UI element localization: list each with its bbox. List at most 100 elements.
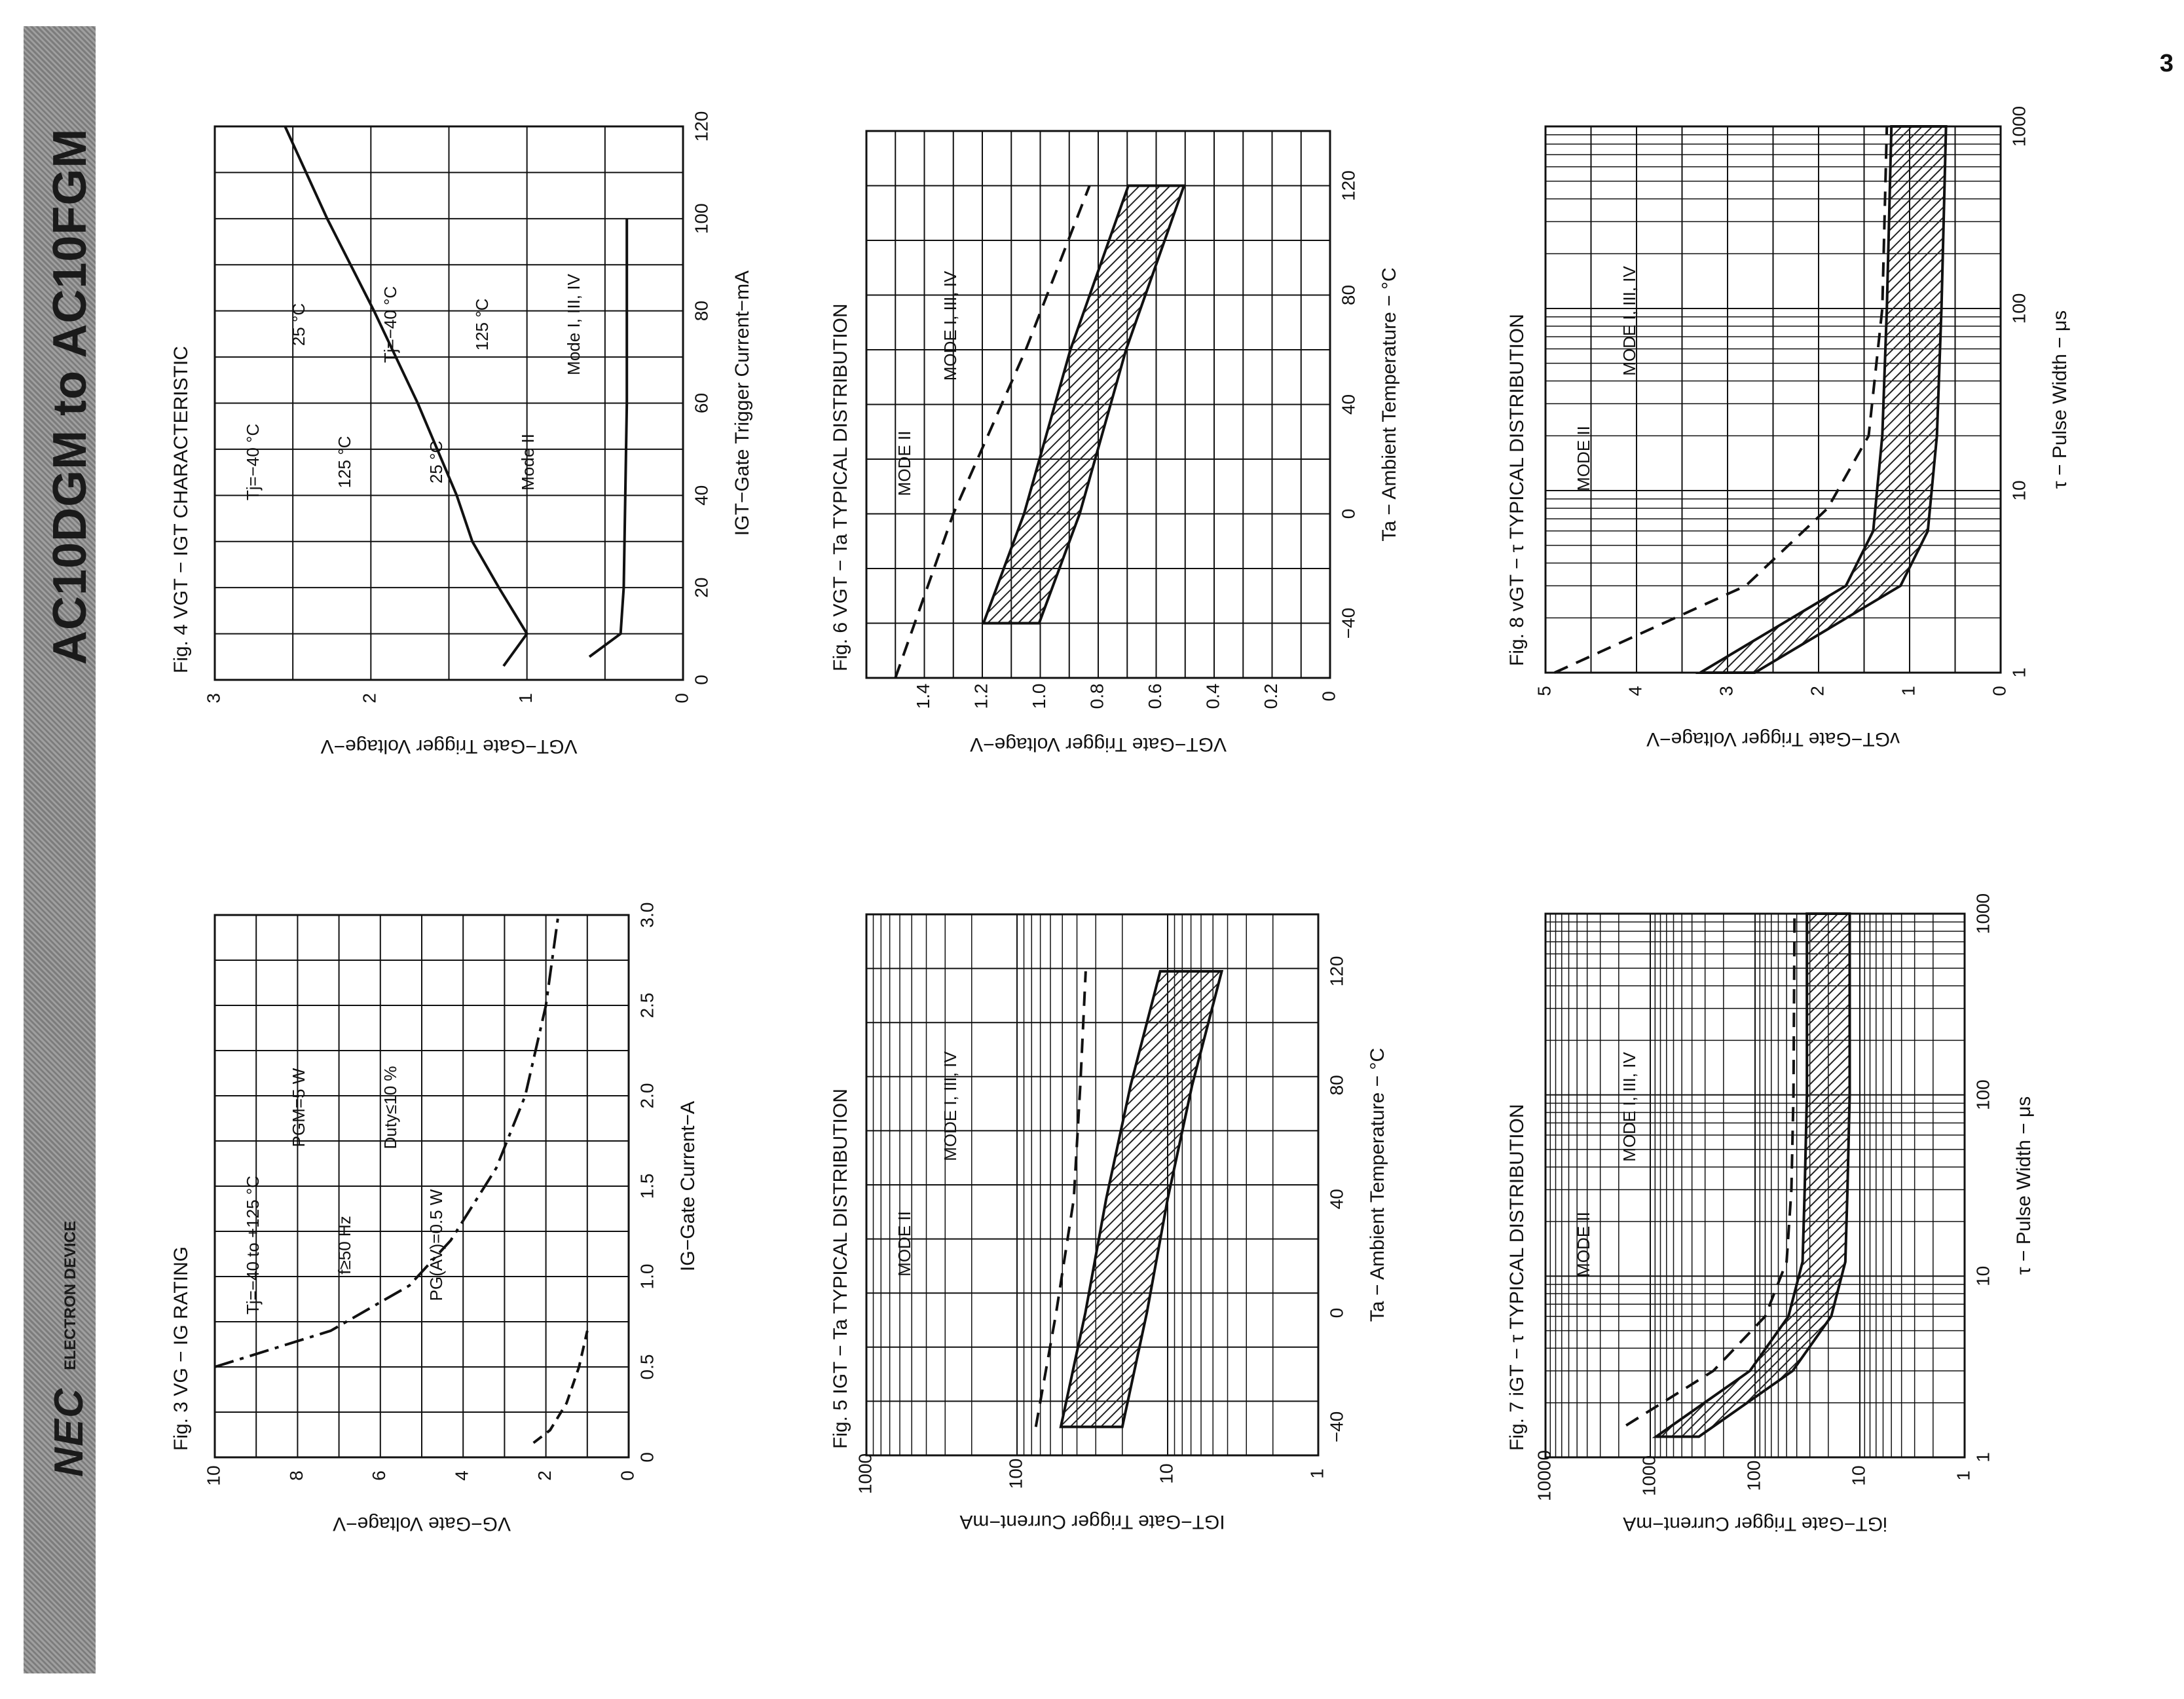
fig3-annotation: PGM=5 W [289, 1068, 308, 1147]
fig8-x-tick: 10 [2008, 480, 2029, 500]
fig3-y-label: VG−Gate Voltage−V [333, 1513, 511, 1535]
fig6-y-tick: 1.0 [1029, 684, 1049, 709]
fig3-y-tick: 10 [203, 1465, 223, 1485]
fig4-x-tick: 80 [691, 301, 711, 321]
fig4-annotation: Tj=−40 °C [380, 286, 400, 363]
fig7-band-mode-1-3-4 [1652, 912, 1851, 1438]
fig5-line-mode-2 [1034, 971, 1087, 1427]
fig4-x-tick: 100 [691, 203, 711, 234]
fig3-x-tick: 0 [637, 1452, 657, 1463]
fig7-line-mode-2 [1625, 913, 1796, 1427]
fig8-x-label: τ − Pulse Width − μs [2049, 310, 2071, 489]
fig7-x-tick: 100 [1972, 1079, 1993, 1110]
fig6-title: Fig. 6 VGT − Ta TYPICAL DISTRIBUTION [830, 303, 851, 671]
fig7-y-tick: 1000 [1638, 1455, 1659, 1496]
fig5-x-label: Ta − Ambient Temperature − °C [1367, 1048, 1388, 1322]
fig8-y-label: vGT−Gate Trigger Voltage−V [1646, 728, 1900, 750]
fig5-frame [865, 913, 1320, 1457]
fig5-y-tick: 1000 [855, 1453, 875, 1494]
fig3-frame [213, 914, 630, 1459]
fig5-y-label: IGT−Gate Trigger Current−mA [959, 1511, 1225, 1533]
fig6-y-tick: 0 [1318, 691, 1339, 701]
fig3-x-tick: 0.5 [637, 1354, 657, 1380]
fig5-annotation: MODE II [895, 1211, 914, 1277]
fig4-x-tick: 60 [691, 393, 711, 413]
fig8-y-tick: 3 [1716, 686, 1736, 696]
fig4-series-1 [284, 126, 529, 667]
fig6-y-label: VGT−Gate Trigger Voltage−V [970, 734, 1227, 755]
fig5-x-tick: 80 [1326, 1075, 1346, 1095]
fig4-annotation: Mode II [518, 434, 538, 491]
fig5-x-tick: 0 [1326, 1308, 1346, 1318]
fig8-y-tick: 2 [1807, 686, 1827, 696]
fig6-y-tick: 0.2 [1261, 684, 1281, 709]
fig6-x-tick: 80 [1338, 285, 1358, 305]
fig8-x-tick: 100 [2008, 293, 2029, 324]
fig6-x-tick: 0 [1338, 509, 1358, 519]
fig6-y-tick: 0.4 [1202, 684, 1223, 709]
fig6-x-tick: −40 [1338, 608, 1358, 639]
fig4-annotation: Mode I, III, IV [564, 274, 583, 375]
fig8-annotation: MODE I, III, IV [1619, 266, 1639, 376]
fig6-y-tick: 0.6 [1145, 684, 1165, 709]
fig6-band-mode-1-3-4 [981, 184, 1186, 625]
fig8-frame [1544, 125, 2002, 674]
fig8-y-tick: 0 [1989, 686, 2009, 696]
fig6-y-tick: 1.2 [971, 684, 991, 709]
fig4-y-tick: 0 [671, 693, 692, 703]
fig6-x-tick: 40 [1338, 394, 1358, 415]
fig3-y-tick: 8 [286, 1470, 306, 1481]
fig3-x-tick: 3.0 [637, 903, 657, 928]
fig7-frame [1544, 912, 1966, 1459]
fig3-x-tick: 2.0 [637, 1083, 657, 1109]
fig8-annotation: MODE II [1574, 426, 1593, 491]
fig6-grid [866, 131, 1330, 678]
fig7-x-tick: 1 [1972, 1452, 1993, 1463]
fig5-title: Fig. 5 IGT − Ta TYPICAL DISTRIBUTION [830, 1089, 851, 1449]
fig6-line-mode-2 [894, 185, 1091, 679]
fig3-annotation: PG(AV)=0.5 W [426, 1189, 446, 1301]
fig3-y-tick: 4 [452, 1470, 472, 1481]
fig3-title: Fig. 3 VG − IG RATING [170, 1246, 192, 1451]
fig7-y-tick: 10 [1848, 1465, 1868, 1485]
fig5-y-tick: 10 [1156, 1463, 1176, 1484]
fig3-grid [215, 915, 629, 1457]
fig7-y-tick: 1 [1953, 1470, 1973, 1481]
fig3-series-2 [532, 1330, 589, 1444]
fig4-y-tick: 1 [515, 693, 536, 703]
page-number: 3 [2159, 50, 2174, 77]
fig8-y-tick: 4 [1625, 686, 1645, 696]
fig8-band-mode-1-3-4 [1695, 125, 1948, 674]
fig8-line-mode-2 [1554, 126, 1889, 674]
fig3-x-tick: 1.5 [637, 1174, 657, 1199]
fig4-y-label: VGT−Gate Trigger Voltage−V [321, 736, 578, 757]
fig3-x-tick: 1.0 [637, 1264, 657, 1290]
fig6-y-tick: 0.8 [1086, 684, 1107, 709]
fig4-grid [215, 126, 683, 680]
fig3-x-label: IG−Gate Current−A [677, 1101, 699, 1271]
fig6-annotation: MODE I, III, IV [940, 271, 960, 381]
fig4-annotation: 25 °C [289, 303, 308, 346]
fig4-annotation: Tj=−40 °C [243, 424, 263, 500]
fig7-y-tick: 100 [1743, 1461, 1764, 1491]
fig4-x-tick: 0 [691, 675, 711, 685]
fig6-frame [865, 130, 1331, 679]
fig7-y-label: iGT−Gate Trigger Current−mA [1623, 1513, 1887, 1535]
fig7-x-label: τ − Pulse Width − μs [2013, 1096, 2035, 1275]
fig8-title: Fig. 8 vGT − τ TYPICAL DISTRIBUTION [1506, 314, 1528, 666]
fig7-title: Fig. 7 iGT − τ TYPICAL DISTRIBUTION [1506, 1104, 1528, 1451]
fig3-x-tick: 2.5 [637, 993, 657, 1018]
fig4-series-2 [588, 218, 629, 658]
fig5-y-tick: 1 [1306, 1468, 1327, 1479]
fig5-band-mode-1-3-4 [1059, 969, 1224, 1428]
fig4-annotation: 25 °C [426, 441, 446, 483]
fig4-annotation: 125 °C [335, 436, 354, 489]
fig5-x-tick: 120 [1326, 956, 1346, 987]
fig4-title: Fig. 4 VGT − IGT CHARACTERISTIC [170, 346, 192, 673]
fig3-y-tick: 6 [369, 1470, 389, 1481]
fig8-y-tick: 5 [1534, 686, 1554, 696]
